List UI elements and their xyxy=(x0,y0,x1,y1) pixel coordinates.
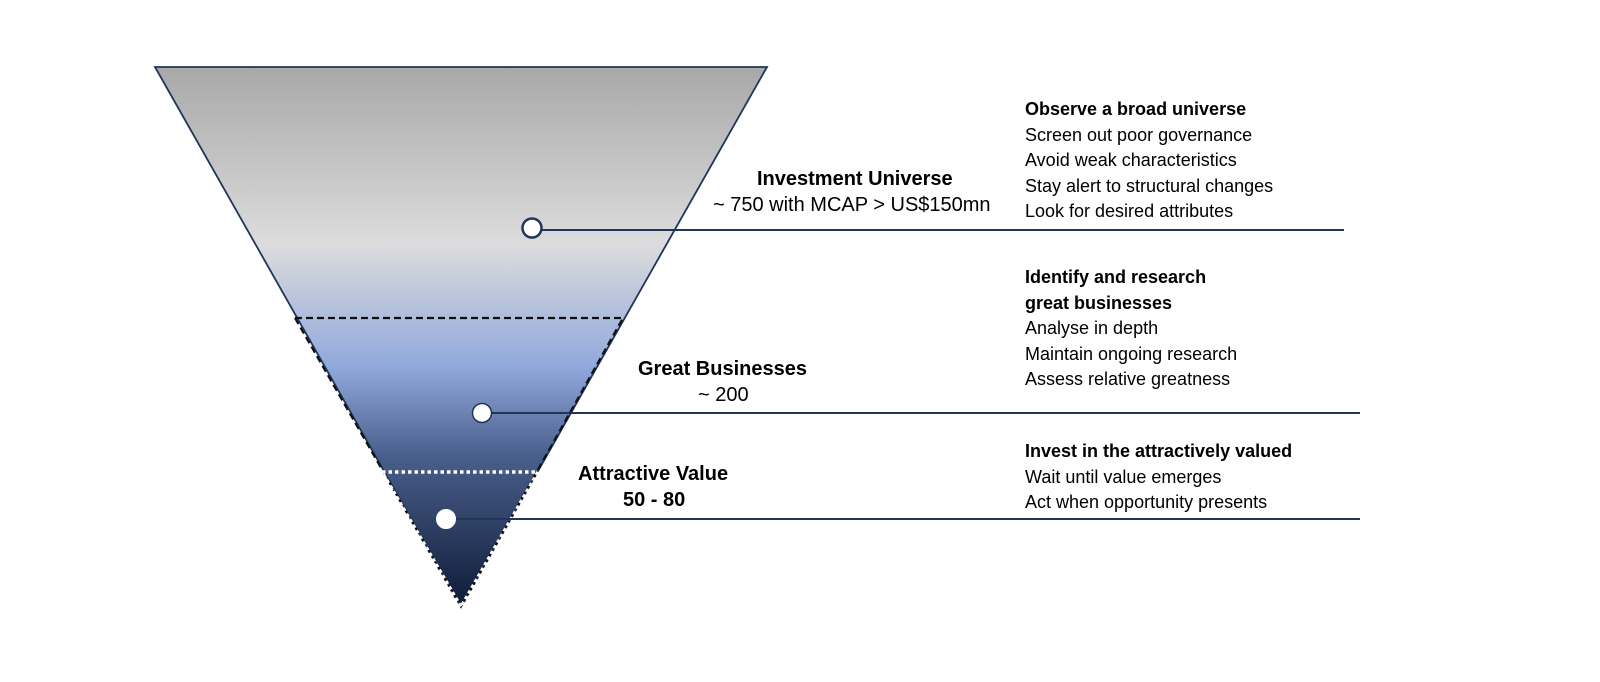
description-item: Screen out poor governance xyxy=(1025,124,1253,145)
description-item: Maintain ongoing research xyxy=(1025,343,1238,364)
description-item: Stay alert to structural changes xyxy=(1025,175,1274,196)
description-item: Wait until value emerges xyxy=(1025,466,1222,487)
description-heading-line: great businesses xyxy=(1025,292,1173,313)
stage-count-investment-universe: ~ 750 with MCAP > US$150mn xyxy=(713,194,991,216)
funnel-shape xyxy=(153,66,769,609)
attractive-value-boundary xyxy=(380,470,542,611)
stage-title-great-businesses: Great Businesses xyxy=(638,358,807,380)
description-item: Assess relative greatness xyxy=(1025,369,1231,389)
description-heading-line: Identify and research xyxy=(1025,267,1207,287)
description-heading-line: Invest in the attractively valued xyxy=(1025,441,1293,461)
stage-title-investment-universe: Investment Universe xyxy=(757,168,953,190)
stage-count-attractive-value: 50 - 80 xyxy=(623,489,686,511)
marker-attractive-value xyxy=(436,509,456,529)
description-item: Analyse in depth xyxy=(1025,318,1159,338)
description-attractive-value: Invest in the attractively valued Wait u… xyxy=(1025,439,1292,516)
description-great-businesses: Identify and research great businesses A… xyxy=(1025,265,1237,393)
description-heading-line: Observe a broad universe xyxy=(1025,99,1247,119)
description-item: Act when opportunity presents xyxy=(1025,492,1268,512)
description-investment-universe: Observe a broad universe Screen out poor… xyxy=(1025,97,1273,225)
stage-count-great-businesses: ~ 200 xyxy=(698,384,749,406)
marker-great-businesses xyxy=(471,402,493,424)
description-item: Avoid weak characteristics xyxy=(1025,150,1237,170)
stage-title-attractive-value: Attractive Value xyxy=(578,463,729,485)
description-item: Look for desired attributes xyxy=(1025,201,1234,221)
marker-investment-universe xyxy=(521,217,543,239)
